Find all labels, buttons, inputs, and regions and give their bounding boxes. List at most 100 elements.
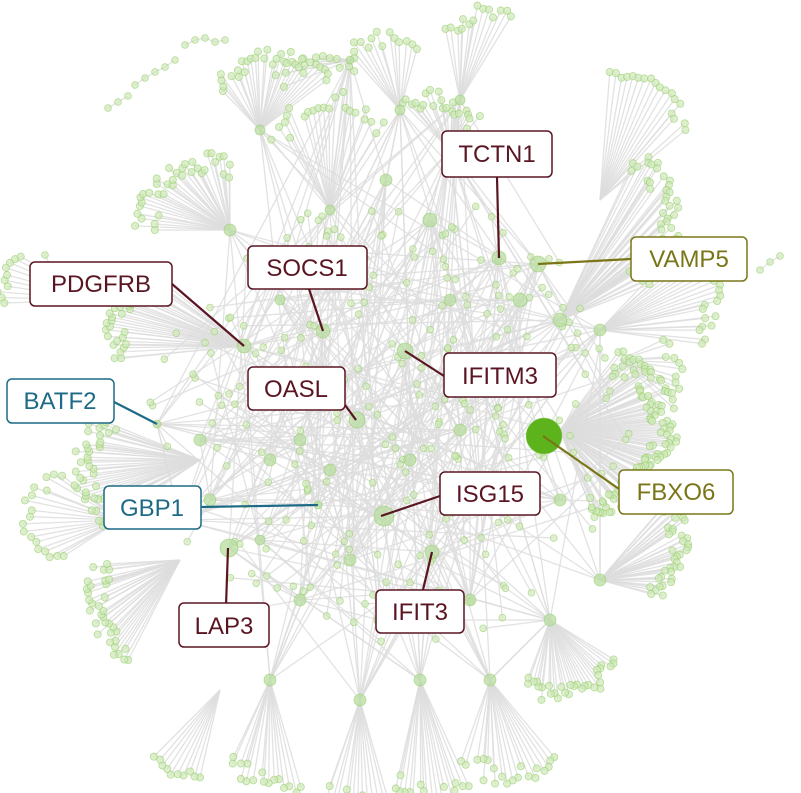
leaf-node — [481, 550, 490, 559]
edge-leaf — [112, 559, 181, 628]
leaf-node — [664, 530, 673, 539]
edge-leaf — [109, 559, 181, 571]
leaf-node — [566, 680, 575, 689]
leaf-node — [354, 310, 363, 318]
leaf-node — [495, 427, 504, 436]
leaf-node — [296, 215, 305, 224]
edge-leaf — [559, 212, 664, 321]
leaf-node — [268, 60, 277, 69]
hub-node — [463, 593, 477, 607]
edge-leaf — [599, 577, 659, 581]
edge-leaf — [599, 570, 665, 581]
edge-leaf — [599, 535, 683, 581]
label-isg15: ISG15 — [439, 471, 541, 516]
leaf-node — [667, 223, 676, 232]
edge-leaf — [599, 561, 677, 581]
edge-leaf — [259, 69, 326, 131]
leaf-node — [385, 28, 394, 37]
edge-leaf — [222, 174, 231, 231]
edge-leaf — [149, 219, 431, 403]
leaf-node — [388, 339, 396, 348]
edge-hub — [209, 229, 231, 501]
edge-leaf — [599, 284, 721, 331]
leaf-node — [515, 522, 524, 531]
edge-leaf — [317, 108, 331, 211]
leaf-node — [378, 42, 387, 51]
leaf-node — [282, 59, 291, 68]
leaf-node — [156, 755, 165, 764]
leaf-node — [581, 349, 589, 357]
edge-leaf — [259, 129, 434, 252]
leaf-node — [381, 440, 390, 449]
edge-leaf — [107, 335, 245, 347]
edge-leaf — [419, 679, 438, 793]
leaf-node — [670, 114, 679, 123]
edge-hub — [179, 519, 551, 621]
edge-leaf — [176, 332, 245, 347]
leaf-node — [449, 336, 458, 344]
edge-leaf — [489, 679, 514, 781]
edge-leaf — [489, 679, 519, 778]
leaf-node — [415, 391, 424, 399]
leaf-node — [42, 486, 51, 495]
edge-leaf — [559, 499, 603, 502]
leaf-node — [231, 400, 239, 409]
leaf-node — [451, 779, 460, 788]
leaf-node — [207, 349, 215, 357]
leaf-node — [503, 779, 512, 788]
leaf-node — [665, 201, 674, 210]
leaf-node — [672, 196, 681, 205]
leaf-node — [487, 212, 496, 221]
label-gbp1: GBP1 — [103, 485, 202, 530]
leaf-node — [187, 168, 196, 177]
leaf-node — [491, 779, 500, 788]
edge-leaf — [359, 699, 383, 793]
leaf-node — [347, 299, 355, 308]
edge-leaf — [549, 619, 611, 667]
edge-leaf — [346, 699, 361, 790]
leaf-node — [171, 56, 179, 64]
edge-leaf — [269, 679, 285, 789]
edge-leaf — [382, 179, 387, 235]
leaf-node — [678, 365, 687, 374]
leaf-node — [668, 395, 677, 404]
leaf-node — [513, 264, 522, 273]
leaf-node — [504, 453, 513, 462]
leaf-node — [498, 613, 507, 622]
leaf-node — [325, 54, 334, 63]
edge-leaf — [379, 431, 501, 621]
leaf-node — [271, 71, 280, 80]
leaf-node — [104, 104, 112, 112]
leaf-node — [428, 247, 437, 256]
leaf-node — [95, 516, 104, 525]
leaf-node — [471, 202, 480, 211]
edge-leaf — [100, 441, 201, 461]
leaf-node — [523, 332, 531, 341]
leaf-node — [331, 550, 340, 558]
leaf-node — [549, 534, 558, 542]
leaf-node — [92, 482, 101, 491]
leaf-node — [42, 473, 51, 482]
edge-leaf — [489, 679, 550, 768]
leaf-node — [283, 233, 291, 242]
edge-leaf — [153, 689, 221, 758]
leaf-node — [295, 447, 304, 455]
edge-leaf — [419, 679, 452, 793]
leaf-node — [226, 313, 235, 322]
leaf-node — [646, 583, 655, 592]
leaf-node — [296, 426, 305, 435]
leaf-node — [492, 333, 501, 341]
leaf-node — [624, 429, 633, 438]
leaf-node — [460, 399, 469, 408]
leaf-node — [516, 762, 525, 771]
leaf-node — [471, 425, 480, 434]
edge-leaf — [99, 434, 201, 461]
leaf-node — [85, 596, 94, 605]
hub-node — [443, 293, 457, 307]
edge-leaf — [307, 111, 331, 211]
label-box — [247, 366, 346, 411]
leaf-node — [454, 109, 463, 118]
edge-leaf — [549, 619, 601, 690]
edge-leaf — [246, 679, 271, 764]
leaf-node — [398, 359, 406, 368]
